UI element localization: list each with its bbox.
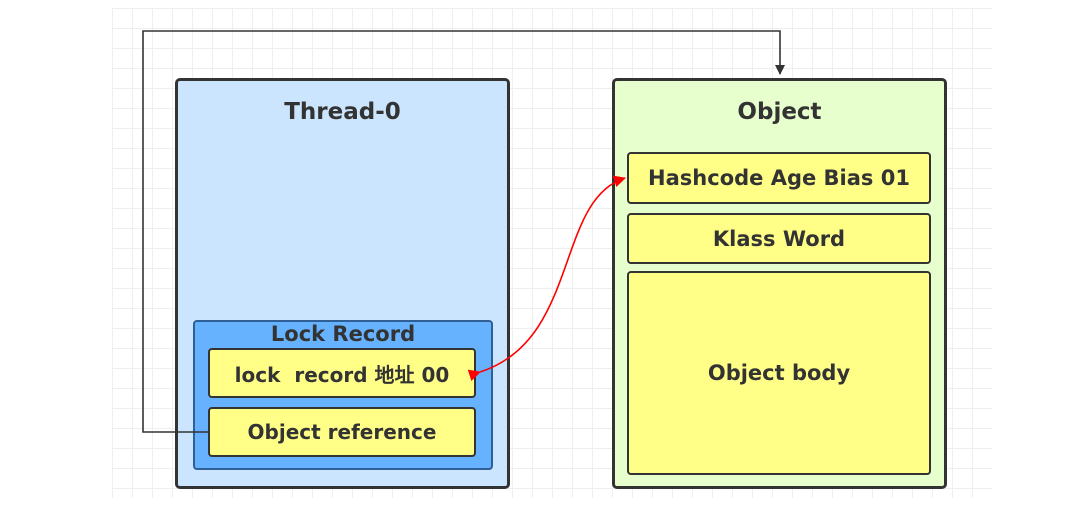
klass-word-box: Klass Word — [627, 213, 931, 264]
cas-swap-connector — [467, 175, 626, 382]
klass-word-label: Klass Word — [712, 226, 846, 251]
lock-record-address-box: lock record 地址 00 — [208, 348, 476, 398]
mark-word-label: Hashcode Age Bias 01 — [648, 166, 910, 190]
lock-record-address-label: lock record 地址 00 — [234, 362, 450, 387]
object-body-box: Object body — [627, 271, 931, 475]
object-body-label: Object body — [707, 361, 851, 385]
object-reference-label: Object reference — [247, 420, 437, 444]
reference-connector — [142, 30, 785, 433]
mark-word-box: Hashcode Age Bias 01 — [627, 152, 931, 204]
object-reference-box: Object reference — [208, 407, 476, 457]
object-title: Object — [737, 99, 822, 125]
thread-title: Thread-0 — [284, 99, 401, 125]
lock-record-title: Lock Record — [270, 322, 416, 346]
